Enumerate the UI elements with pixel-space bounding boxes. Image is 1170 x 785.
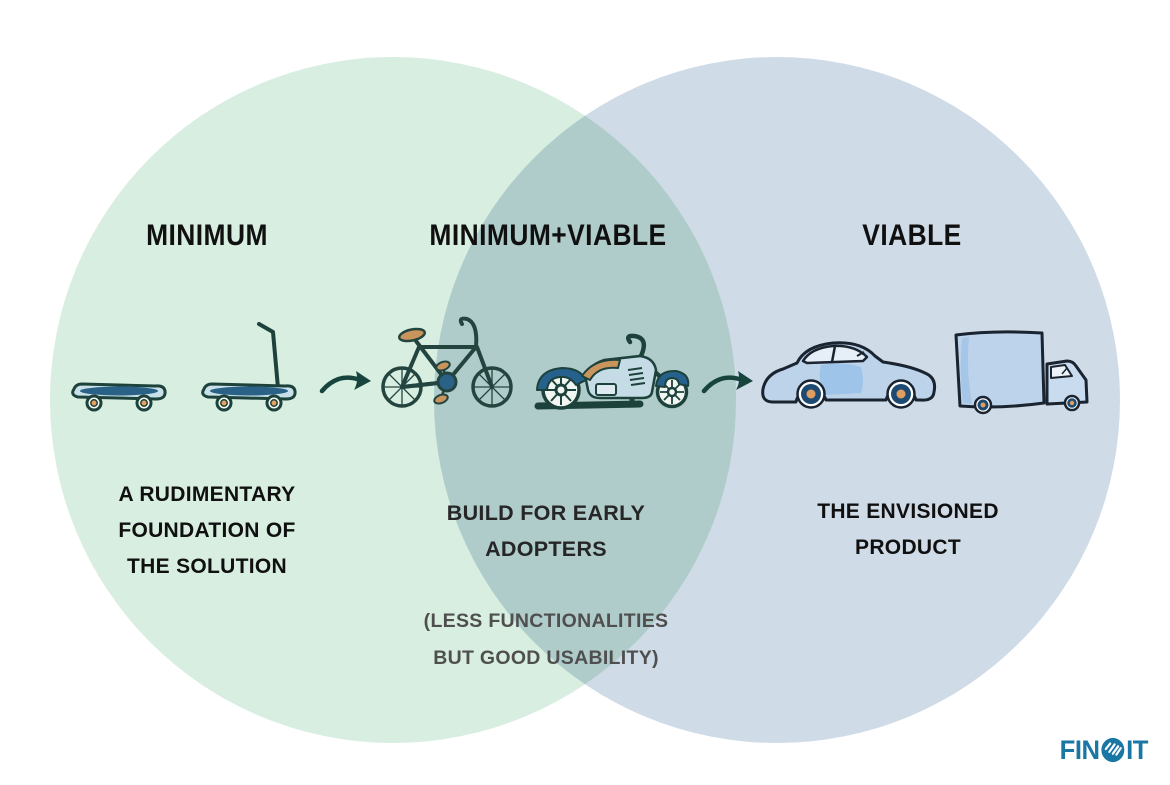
caption-minimum-viable: BUILD FOR EARLY ADOPTERS (LESS FUNCTIONA… xyxy=(396,459,696,713)
truck-icon xyxy=(954,330,1089,415)
caption-minimum-viable-main: BUILD FOR EARLY ADOPTERS xyxy=(446,501,646,561)
car-icon xyxy=(761,341,937,409)
finoit-logo: FIN IT xyxy=(1059,735,1149,765)
caption-minimum-viable-sub: (LESS FUNCTIONALITIES BUT GOOD USABILITY… xyxy=(423,610,669,669)
finoit-logo-suffix: IT xyxy=(1126,735,1148,765)
motorcycle-icon xyxy=(534,333,690,410)
section-title-minimum-viable: MINIMUM+VIABLE xyxy=(429,219,667,252)
section-title-minimum: MINIMUM xyxy=(146,219,268,252)
bicycle-icon xyxy=(381,316,513,408)
caption-viable: THE ENVISIONED PRODUCT xyxy=(817,500,999,559)
finoit-logo-ball-icon xyxy=(1101,737,1125,763)
arrow-right-icon xyxy=(701,371,753,394)
section-title-viable: VIABLE xyxy=(862,219,962,252)
finoit-logo-prefix: FIN xyxy=(1059,735,1100,765)
arrow-right-icon xyxy=(319,371,371,394)
scooter-icon xyxy=(201,322,297,412)
caption-minimum: A RUDIMENTARY FOUNDATION OF THE SOLUTION xyxy=(118,483,296,578)
skateboard-icon xyxy=(71,382,167,412)
